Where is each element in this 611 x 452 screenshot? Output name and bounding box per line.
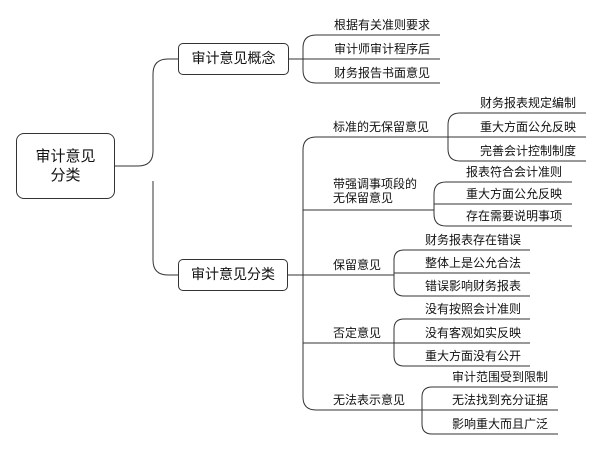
root-label-line1: 审计意见 [35, 147, 96, 165]
leaf-item: 完善会计控制制度 [480, 144, 577, 158]
leaf-item: 整体上是公允合法 [425, 256, 522, 270]
group-label: 标准的无保留意见 [333, 120, 430, 134]
group-label: 无保留意见 [333, 191, 394, 205]
group-label: 无法表示意见 [333, 393, 406, 407]
leaf-item: 财务报表规定编制 [480, 96, 577, 110]
leaf-item: 错误影响财务报表 [425, 279, 522, 293]
group-label: 否定意见 [333, 326, 382, 340]
leaf-item: 重大方面公允反映 [466, 187, 563, 201]
root-label-line2: 分类 [50, 166, 81, 184]
leaf-item: 影响重大而且广泛 [452, 417, 549, 431]
classification-node: 审计意见分类 [178, 259, 288, 291]
connector-concept [289, 34, 317, 84]
leaf-item: 存在需要说明事项 [466, 209, 563, 223]
connector-classification [288, 136, 317, 411]
root-node: 审计意见 分类 [16, 133, 115, 199]
group-label: 带强调事项段的 [333, 177, 418, 191]
leaf-item: 无法找到充分证据 [452, 393, 549, 407]
leaf-item: 重大方面没有公开 [425, 349, 522, 363]
concept-item: 根据有关准则要求 [334, 18, 431, 32]
concept-item: 审计师审计程序后 [334, 42, 431, 56]
leaf-item: 报表符合会计准则 [466, 165, 563, 179]
leaf-item: 审计范围受到限制 [452, 370, 549, 384]
leaf-item: 没有客观如实反映 [425, 326, 522, 340]
leaf-item: 重大方面公允反映 [480, 120, 577, 134]
concept-label: 审计意见概念 [191, 51, 276, 67]
concept-item: 财务报告书面意见 [334, 66, 431, 80]
group-label: 保留意见 [333, 258, 382, 272]
classification-label: 审计意见分类 [191, 267, 275, 283]
connector-root [115, 58, 178, 276]
leaf-item: 没有按照会计准则 [425, 302, 522, 316]
concept-node: 审计意见概念 [178, 43, 289, 75]
leaf-item: 财务报表存在错误 [425, 233, 522, 247]
